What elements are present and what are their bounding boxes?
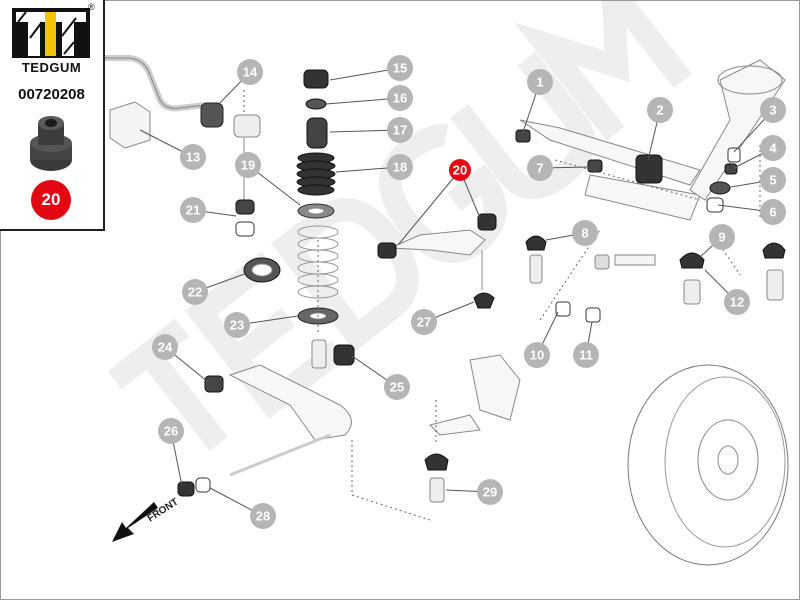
callout-number: 19 [241,158,255,173]
callout-number: 23 [230,318,244,333]
part-info-panel: ® TEDGUM 00720208 20 [0,0,105,231]
callout-26: 26 [158,418,184,444]
callout-circle [477,479,503,505]
callout-circle [760,135,786,161]
callout-circle [384,374,410,400]
callout-18: 18 [387,154,413,180]
part-number: 00720208 [18,86,85,103]
brand-name: TEDGUM [21,60,82,75]
tedgum-logo [12,8,90,58]
callout-circle [527,155,553,181]
callout-circle [224,312,250,338]
callout-circle [760,167,786,193]
callout-8: 8 [572,220,598,246]
watermark [107,0,692,451]
callout-circle [387,154,413,180]
callout-23: 23 [224,312,250,338]
callout-11: 11 [573,342,599,368]
callout-circle [250,503,276,529]
callout-number: 12 [730,295,744,310]
callout-number: 8 [581,226,588,241]
callout-number: 7 [536,161,543,176]
callout-17: 17 [387,117,413,143]
callout-number: 25 [390,380,404,395]
callout-10: 10 [524,342,550,368]
callout-number: 29 [483,485,497,500]
callout-9: 9 [709,224,735,250]
callout-circle [760,97,786,123]
callout-2: 2 [647,97,673,123]
callout-21: 21 [180,197,206,223]
callout-13: 13 [180,144,206,170]
callout-circle [158,418,184,444]
callout-14: 14 [237,59,263,85]
callout-29: 29 [477,479,503,505]
callout-27: 27 [411,309,437,335]
registered-mark: ® [88,2,95,12]
callout-number: 5 [769,173,776,188]
callout-circle [724,289,750,315]
callout-circle [180,197,206,223]
callout-20: 20 [449,159,471,181]
callout-number: 27 [417,315,431,330]
callout-6: 6 [760,199,786,225]
callout-number: 16 [393,91,407,106]
callout-24: 24 [152,334,178,360]
callout-5: 5 [760,167,786,193]
callout-number: 3 [769,103,776,118]
callout-number: 18 [393,160,407,175]
callout-15: 15 [387,55,413,81]
callout-1: 1 [527,69,553,95]
callout-25: 25 [384,374,410,400]
callout-number: 17 [393,123,407,138]
callout-circle [524,342,550,368]
callout-number: 26 [164,424,178,439]
callout-circle [387,55,413,81]
callout-3: 3 [760,97,786,123]
callout-number: 10 [530,348,544,363]
callout-circle [387,85,413,111]
callout-number: 11 [579,348,593,363]
callout-circle [237,59,263,85]
callout-circle [387,117,413,143]
highlight-part-badge: 20 [31,180,71,220]
callout-number: 4 [769,141,777,156]
callout-number: 6 [769,205,776,220]
callout-number: 13 [186,150,200,165]
bushing-product-image [30,116,72,171]
callout-number: 9 [718,230,725,245]
leader-line-20 [397,169,461,246]
callout-number: 14 [243,65,258,80]
callout-number: 24 [158,340,173,355]
callout-number: 22 [188,285,202,300]
callout-circle [572,220,598,246]
callout-7: 7 [527,155,553,181]
callout-number: 15 [393,61,407,76]
callout-number: 28 [256,509,270,524]
part-drawings [100,55,789,566]
callout-circle [152,334,178,360]
callout-circle [527,69,553,95]
callout-circle [180,144,206,170]
callout-circle [235,152,261,178]
callout-4: 4 [760,135,786,161]
callout-12: 12 [724,289,750,315]
callout-circle [709,224,735,250]
callout-number: 1 [536,75,543,90]
callout-28: 28 [250,503,276,529]
callout-circle [182,279,208,305]
callout-circle [411,309,437,335]
callout-circle [573,342,599,368]
callout-circle [647,97,673,123]
callout-16: 16 [387,85,413,111]
callout-number: 20 [453,163,467,178]
callout-circle [760,199,786,225]
callout-22: 22 [182,279,208,305]
callout-number: 2 [656,103,663,118]
callout-19: 19 [235,152,261,178]
callout-circle [449,159,471,181]
callout-number: 21 [186,203,200,218]
